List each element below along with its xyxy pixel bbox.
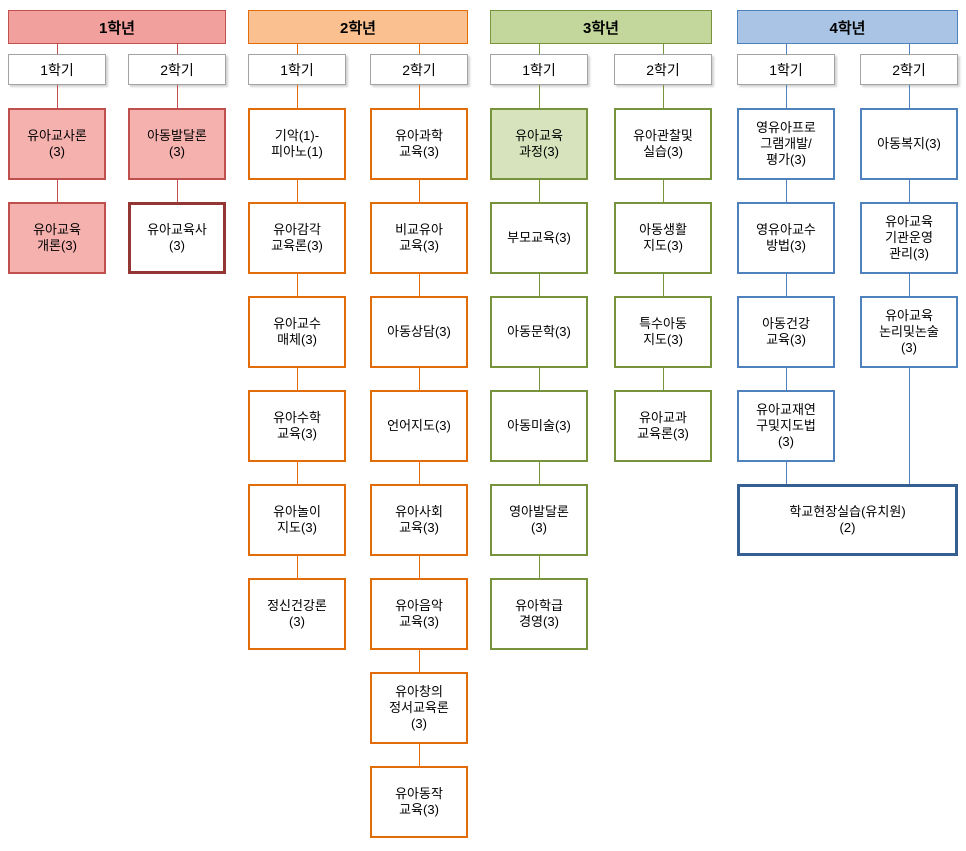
connector-line	[296, 44, 298, 54]
course-box: 유아사회 교육(3)	[370, 484, 468, 556]
course-box: 아동발달론 (3)	[128, 108, 226, 180]
course-box: 아동건강 교육(3)	[737, 296, 835, 368]
connector-line	[662, 274, 664, 296]
year-header: 4학년	[737, 10, 958, 44]
connector-line	[296, 462, 298, 484]
course-box: 특수아동 지도(3)	[614, 296, 712, 368]
course-box: 아동복지(3)	[860, 108, 958, 180]
semester-box: 1학기	[8, 54, 106, 85]
connector-line	[785, 368, 787, 390]
semester-box: 2학기	[128, 54, 226, 85]
connector-line	[418, 180, 420, 202]
course-box: 유아음악 교육(3)	[370, 578, 468, 650]
course-box: 유아동작 교육(3)	[370, 766, 468, 838]
course-box: 유아교육 논리및논술 (3)	[860, 296, 958, 368]
course-box: 유아교육 기관운영 관리(3)	[860, 202, 958, 274]
connector-line	[418, 556, 420, 578]
connector-line	[908, 44, 910, 54]
connector-line	[785, 44, 787, 54]
connector-line	[662, 180, 664, 202]
connector-line	[56, 44, 58, 54]
connector-line	[662, 44, 664, 54]
connector-line	[662, 368, 664, 390]
course-box: 유아감각 교육론(3)	[248, 202, 346, 274]
connector-line	[785, 180, 787, 202]
connector-line	[538, 180, 540, 202]
connector-line	[908, 368, 910, 484]
connector-line	[785, 85, 787, 108]
course-box: 유아학급 경영(3)	[490, 578, 588, 650]
course-box: 영유아프로 그램개발/ 평가(3)	[737, 108, 835, 180]
course-box: 유아수학 교육(3)	[248, 390, 346, 462]
connector-line	[538, 462, 540, 484]
course-box: 아동생활 지도(3)	[614, 202, 712, 274]
semester-box: 1학기	[737, 54, 835, 85]
connector-line	[418, 44, 420, 54]
connector-line	[785, 274, 787, 296]
year-header: 3학년	[490, 10, 712, 44]
year-header: 2학년	[248, 10, 468, 44]
connector-line	[418, 368, 420, 390]
course-box: 유아교재연 구및지도법 (3)	[737, 390, 835, 462]
course-box: 부모교육(3)	[490, 202, 588, 274]
course-box: 영유아교수 방법(3)	[737, 202, 835, 274]
course-box: 영아발달론 (3)	[490, 484, 588, 556]
connector-line	[418, 462, 420, 484]
course-box: 아동문학(3)	[490, 296, 588, 368]
semester-box: 2학기	[614, 54, 712, 85]
connector-line	[176, 44, 178, 54]
course-box: 비교유아 교육(3)	[370, 202, 468, 274]
semester-box: 1학기	[490, 54, 588, 85]
connector-line	[538, 274, 540, 296]
course-box: 정신건강론 (3)	[248, 578, 346, 650]
course-box: 유아교육 과정(3)	[490, 108, 588, 180]
course-box: 유아교사론 (3)	[8, 108, 106, 180]
course-box: 유아교수 매체(3)	[248, 296, 346, 368]
semester-box: 1학기	[248, 54, 346, 85]
course-box: 유아교육 개론(3)	[8, 202, 106, 274]
connector-line	[56, 180, 58, 202]
semester-box: 2학기	[370, 54, 468, 85]
connector-line	[418, 650, 420, 672]
connector-line	[296, 180, 298, 202]
connector-line	[538, 44, 540, 54]
course-box: 유아창의 정서교육론 (3)	[370, 672, 468, 744]
connector-line	[662, 85, 664, 108]
course-box: 기악(1)- 피아노(1)	[248, 108, 346, 180]
connector-line	[538, 368, 540, 390]
course-box: 유아교육사 (3)	[128, 202, 226, 274]
connector-line	[56, 85, 58, 108]
connector-line	[785, 462, 787, 484]
course-box: 유아관찰및 실습(3)	[614, 108, 712, 180]
course-box: 유아교과 교육론(3)	[614, 390, 712, 462]
connector-line	[176, 85, 178, 108]
connector-line	[296, 274, 298, 296]
year-header: 1학년	[8, 10, 226, 44]
course-box: 유아놀이 지도(3)	[248, 484, 346, 556]
practicum-box: 학교현장실습(유치원) (2)	[737, 484, 958, 556]
course-box: 언어지도(3)	[370, 390, 468, 462]
connector-line	[418, 85, 420, 108]
connector-line	[908, 274, 910, 296]
semester-box: 2학기	[860, 54, 958, 85]
connector-line	[418, 274, 420, 296]
connector-line	[538, 85, 540, 108]
connector-line	[296, 556, 298, 578]
connector-line	[176, 180, 178, 202]
connector-line	[296, 368, 298, 390]
connector-line	[538, 556, 540, 578]
connector-line	[908, 85, 910, 108]
course-box: 아동상담(3)	[370, 296, 468, 368]
course-box: 유아과학 교육(3)	[370, 108, 468, 180]
connector-line	[908, 180, 910, 202]
course-box: 아동미술(3)	[490, 390, 588, 462]
connector-line	[296, 85, 298, 108]
connector-line	[418, 744, 420, 766]
